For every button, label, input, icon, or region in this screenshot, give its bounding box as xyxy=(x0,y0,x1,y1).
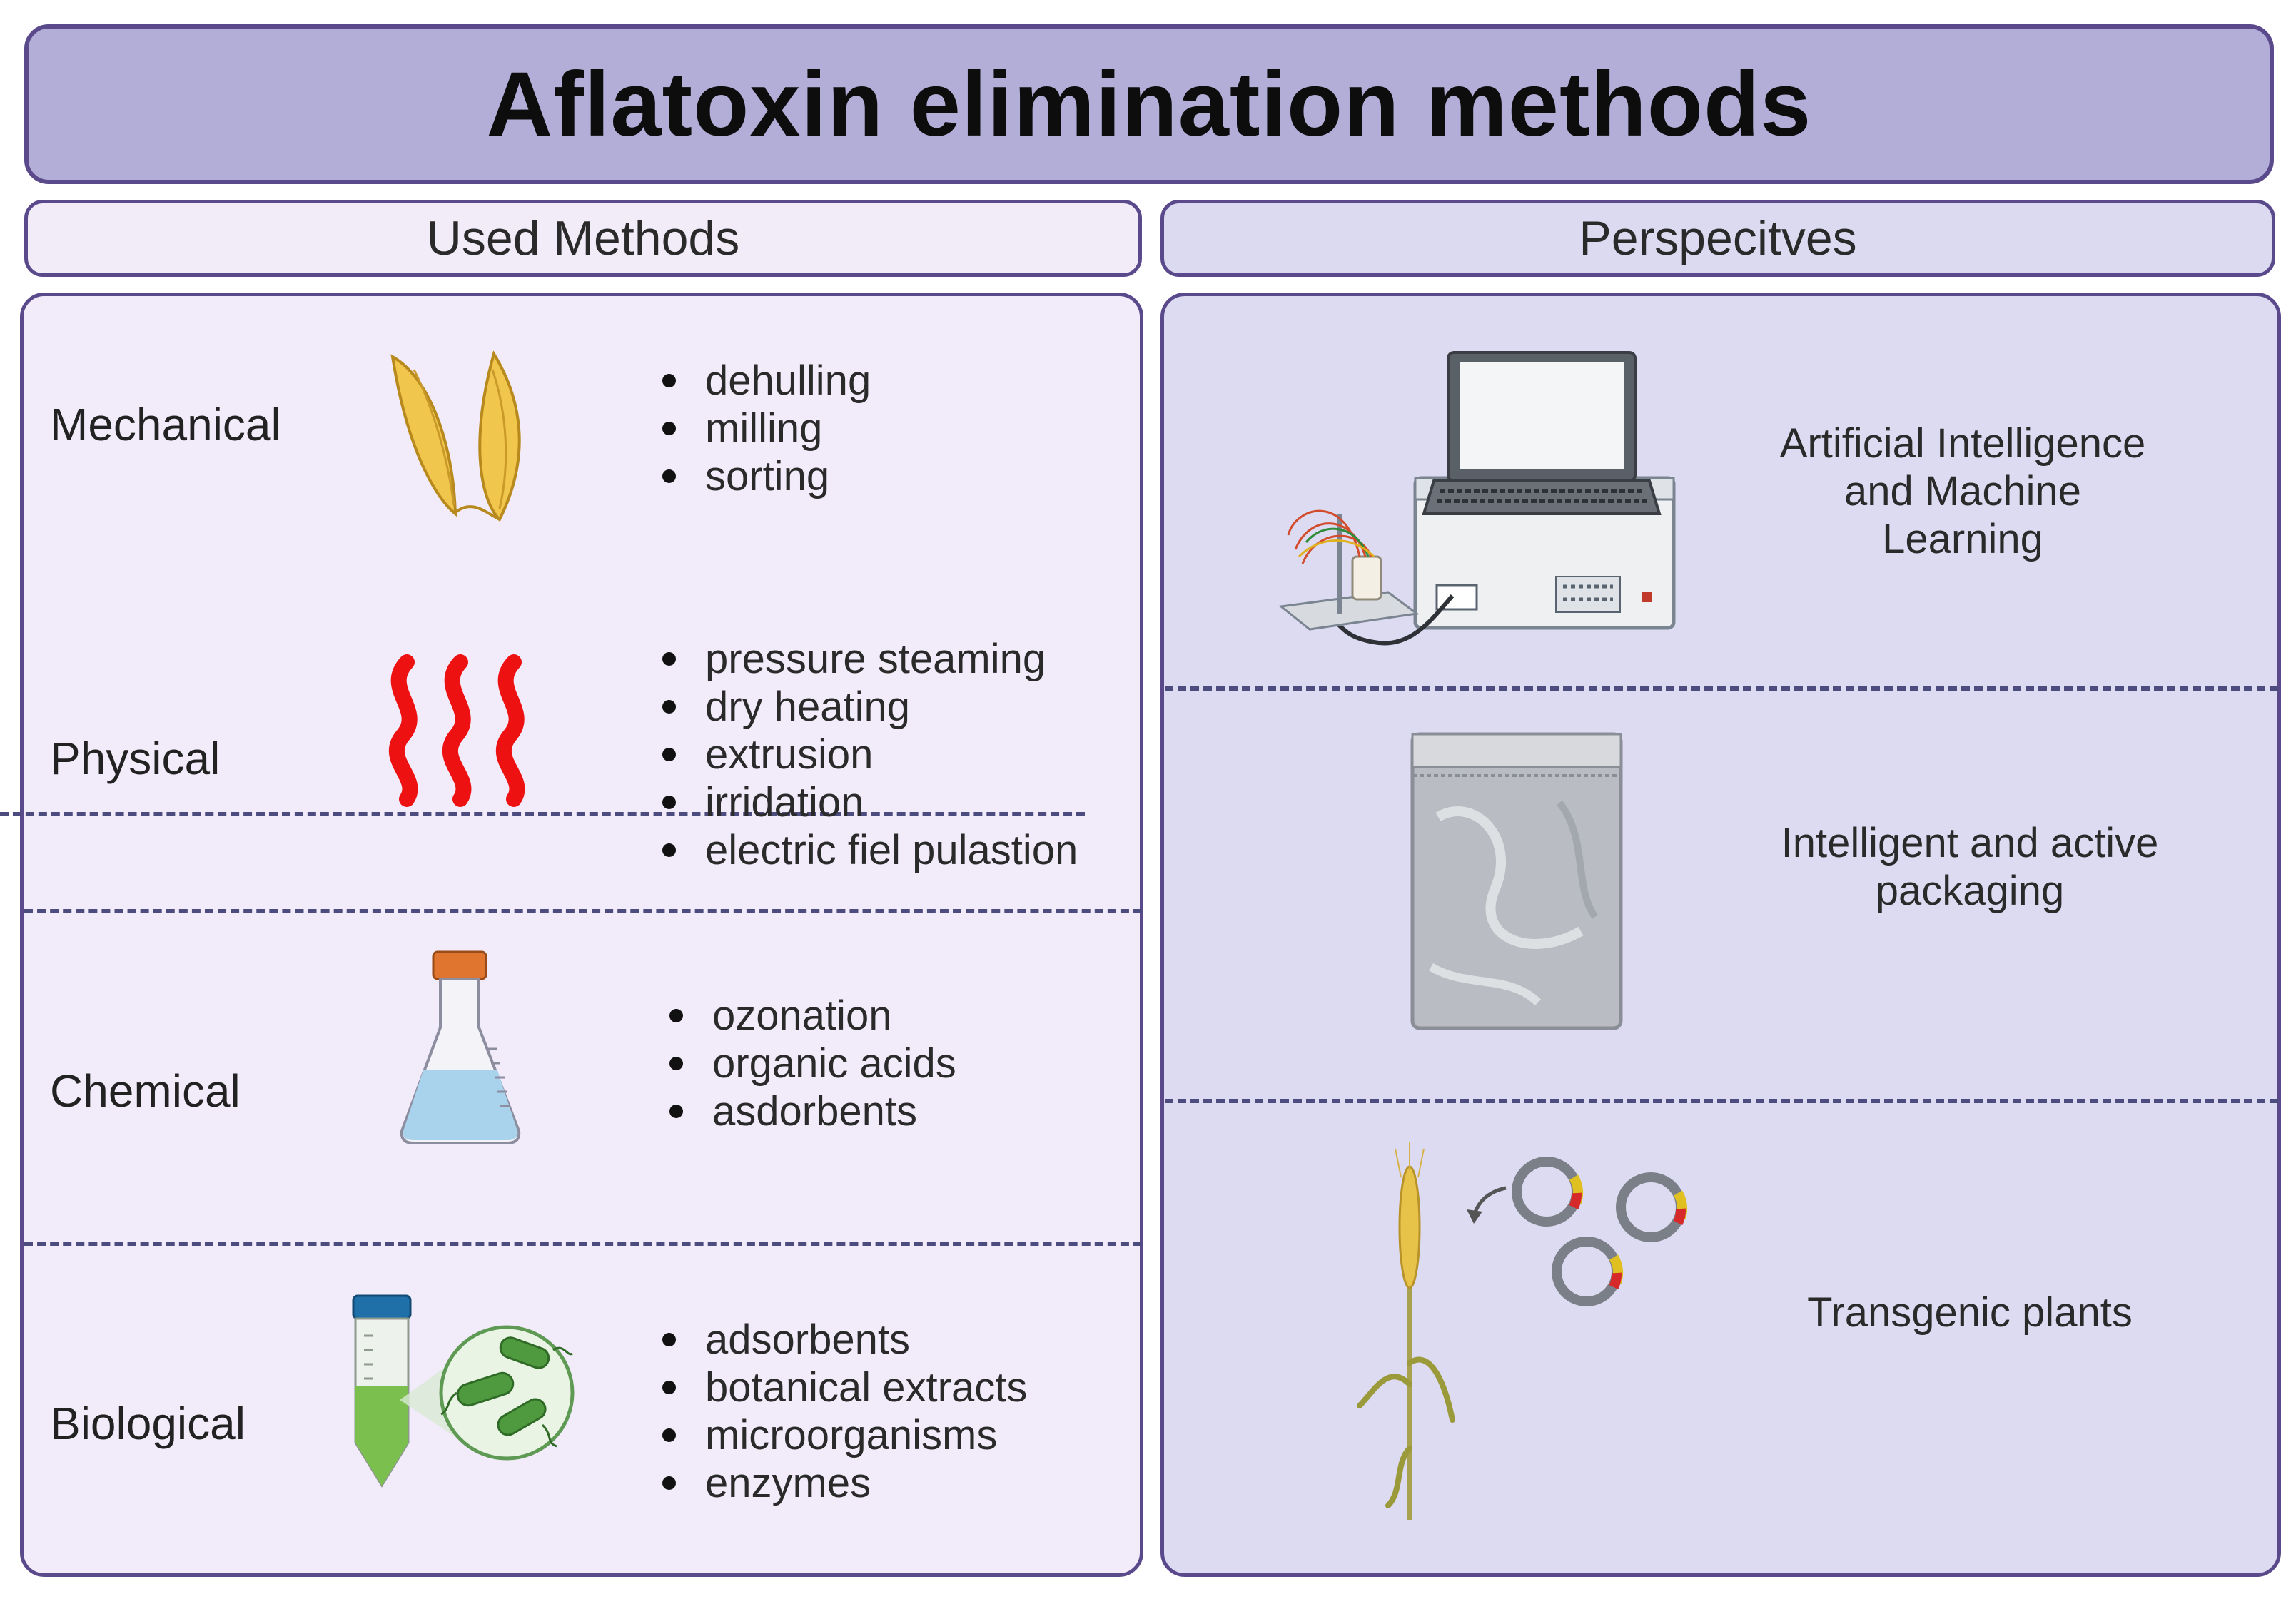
category-label-mechanical: Mechanical xyxy=(50,399,281,450)
list-item: irridation xyxy=(657,778,1078,826)
perspective-label-transgenic: Transgenic plants xyxy=(1699,1289,2241,1336)
diagram-title: Aflatoxin elimination methods xyxy=(486,53,1812,156)
section-divider xyxy=(24,909,1142,913)
list-item: electric fiel pulastion xyxy=(657,826,1078,874)
heat-waves-icon xyxy=(388,654,525,807)
perspective-label-ai-line: and Machine xyxy=(1844,468,2082,514)
used-methods-header-label: Used Methods xyxy=(426,211,740,265)
perspective-label-packaging-line: packaging xyxy=(1875,868,2065,914)
list-item: microorganisms xyxy=(657,1411,1027,1459)
perspective-label-ai: Artificial Intelligence and Machine Lear… xyxy=(1699,420,2227,563)
section-divider xyxy=(0,812,1085,816)
category-label-chemical: Chemical xyxy=(50,1065,241,1117)
grain-husk-icon xyxy=(390,350,521,522)
section-divider xyxy=(1165,686,2278,691)
erlenmeyer-flask-icon xyxy=(400,950,521,1144)
list-item: asdorbents xyxy=(664,1087,956,1135)
wheat-plasmid-icon xyxy=(1357,1142,1688,1520)
perspective-label-transgenic-line: Transgenic plants xyxy=(1807,1289,2133,1336)
list-item: botanical extracts xyxy=(657,1364,1027,1411)
list-item: dehulling xyxy=(657,357,871,405)
packaging-bag-icon xyxy=(1410,732,1623,1030)
used-methods-header: Used Methods xyxy=(24,200,1142,277)
list-item: pressure steaming xyxy=(657,635,1078,683)
chemical-methods-list: ozonation organic acids asdorbents xyxy=(664,992,956,1135)
perspectives-header-label: Perspecitves xyxy=(1579,211,1857,265)
perspectives-panel xyxy=(1160,293,2281,1577)
perspective-label-packaging: Intelligent and active packaging xyxy=(1699,819,2241,915)
list-item: organic acids xyxy=(664,1040,956,1087)
list-item: extrusion xyxy=(657,731,1078,778)
list-item: dry heating xyxy=(657,683,1078,731)
perspective-label-ai-line: Learning xyxy=(1882,516,2043,562)
list-item: ozonation xyxy=(664,992,956,1040)
test-tube-bacteria-icon xyxy=(352,1294,575,1488)
biological-methods-list: adsorbents botanical extracts microorgan… xyxy=(657,1316,1027,1507)
physical-methods-list: pressure steaming dry heating extrusion … xyxy=(657,635,1078,874)
list-item: enzymes xyxy=(657,1459,1027,1507)
category-label-physical: Physical xyxy=(50,733,221,784)
list-item: adsorbents xyxy=(657,1316,1027,1364)
mechanical-methods-list: dehulling milling sorting xyxy=(657,357,871,500)
list-item: sorting xyxy=(657,452,871,500)
title-banner: Aflatoxin elimination methods xyxy=(24,24,2274,184)
section-divider xyxy=(1165,1099,2278,1103)
perspective-label-packaging-line: Intelligent and active xyxy=(1781,820,2159,866)
perspective-label-ai-line: Artificial Intelligence xyxy=(1779,420,2146,467)
used-methods-panel xyxy=(20,293,1143,1577)
list-item: milling xyxy=(657,405,871,452)
category-label-biological: Biological xyxy=(50,1398,246,1449)
section-divider xyxy=(24,1242,1142,1246)
perspectives-header: Perspecitves xyxy=(1160,200,2275,277)
laptop-sensor-device-icon xyxy=(1278,351,1676,646)
